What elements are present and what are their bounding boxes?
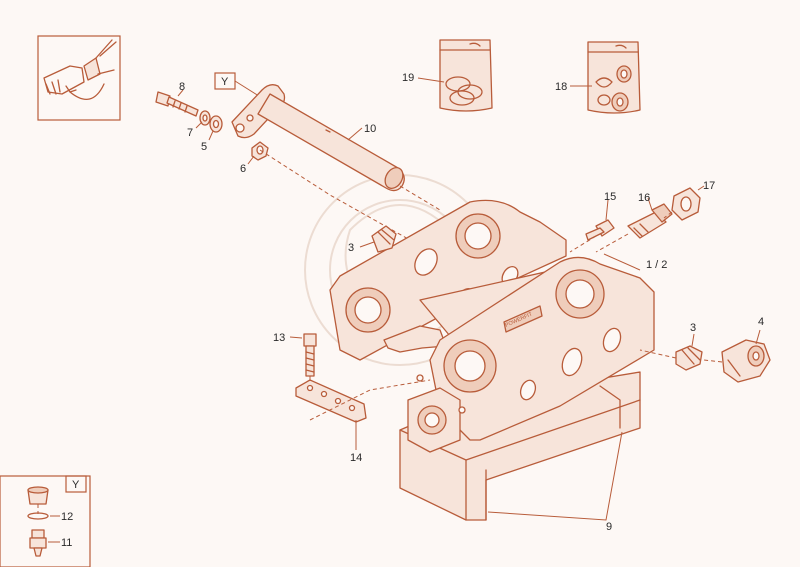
label-10: 10 — [364, 123, 376, 135]
label-11: 11 — [61, 537, 72, 549]
label-8: 8 — [179, 81, 185, 93]
machine-arm-inset — [37, 35, 121, 121]
y-inset-detail: Y — [0, 475, 91, 567]
label-16: 16 — [638, 192, 650, 204]
part-6-bushing — [247, 141, 269, 165]
label-12: 12 — [61, 511, 73, 523]
part-15-bolt — [585, 199, 615, 241]
part-14-plate — [295, 379, 367, 450]
part-5-washer — [208, 115, 223, 141]
part-1-2-frame: POWERFIT — [329, 199, 655, 453]
y-inset-tag: Y — [72, 479, 80, 491]
part-4-elbow — [721, 329, 771, 383]
part-13-bolt — [289, 333, 317, 377]
seal-kit-19-bag — [417, 39, 493, 112]
label-18: 18 — [555, 81, 567, 93]
label-14: 14 — [350, 452, 362, 464]
label-3-right: 3 — [690, 322, 696, 334]
y-callout-text: Y — [221, 76, 229, 88]
label-17: 17 — [703, 180, 715, 192]
part-3-fitting-right — [675, 333, 703, 371]
part-16-sensor — [627, 197, 673, 239]
label-1-2: 1 / 2 — [646, 259, 667, 271]
label-19: 19 — [402, 72, 414, 84]
seal-kit-18-bag — [570, 41, 641, 114]
label-6: 6 — [240, 163, 246, 175]
part-7-washer — [195, 110, 211, 129]
label-5: 5 — [201, 141, 207, 153]
label-9: 9 — [606, 521, 612, 533]
label-3-left: 3 — [348, 242, 354, 254]
label-7: 7 — [187, 127, 193, 139]
label-4: 4 — [758, 316, 764, 328]
part-8-bolt — [155, 89, 199, 117]
label-13: 13 — [273, 332, 285, 344]
part-10-pin — [231, 84, 405, 192]
part-3-fitting-left — [359, 225, 397, 253]
part-17-nut — [671, 185, 705, 221]
label-15: 15 — [604, 191, 616, 203]
y-callout-tag: Y — [214, 72, 263, 99]
